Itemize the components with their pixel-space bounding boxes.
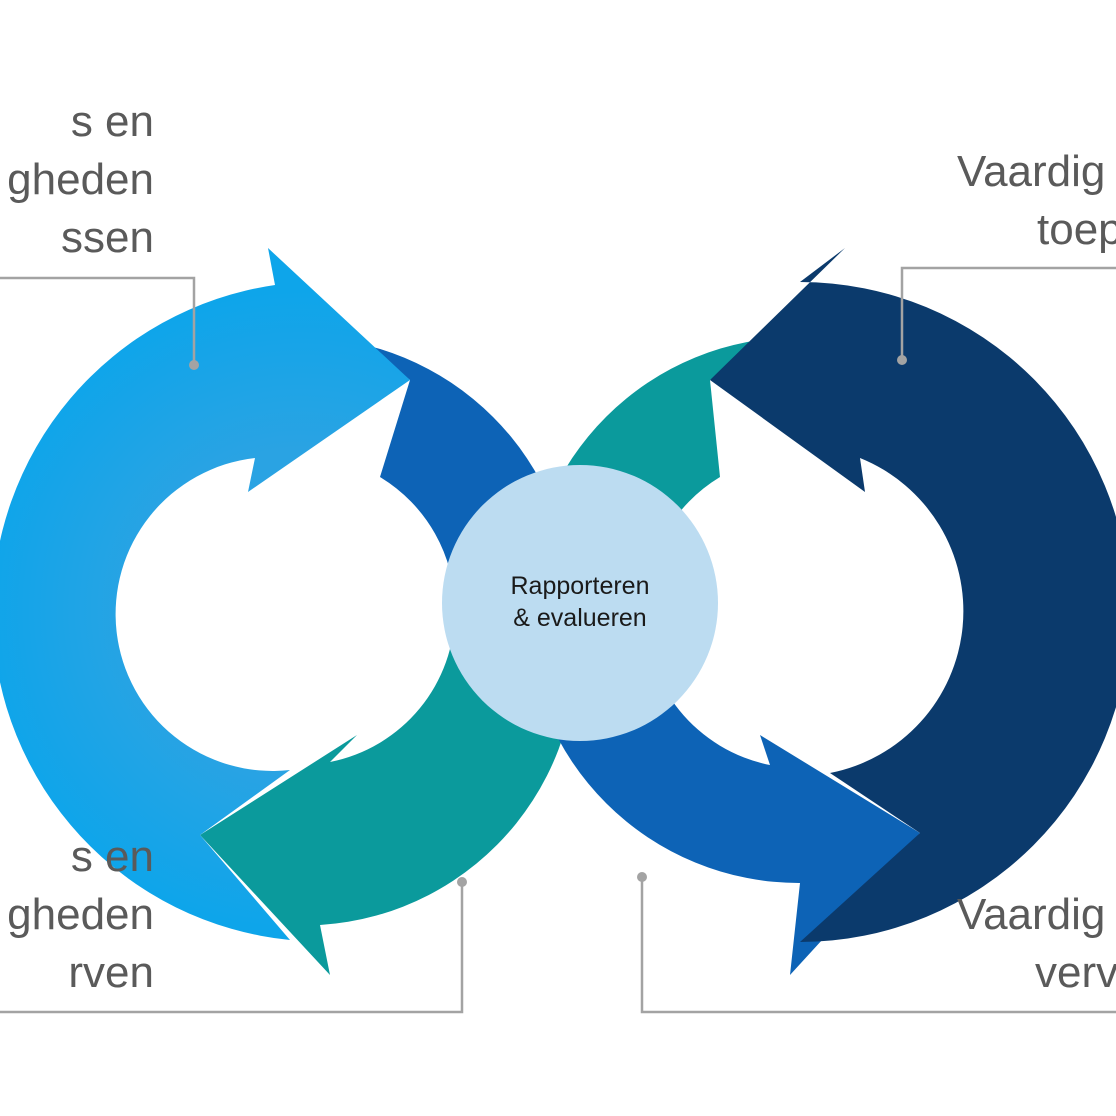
label-bottom-left-line-1: s en xyxy=(70,832,154,881)
center-label: Rapporteren & evalueren xyxy=(478,570,682,634)
center-label-line-2: & evalueren xyxy=(513,604,647,632)
label-bottom-left-line-3: rven xyxy=(68,948,154,997)
segment-navy-right xyxy=(710,248,1116,942)
label-top-left-line-1: s en xyxy=(70,97,154,146)
label-top-right-line-1: Vaardig xyxy=(957,147,1106,196)
label-top-right: Vaardig toep xyxy=(957,143,1116,259)
label-bottom-right: Vaardig verv xyxy=(957,886,1116,1002)
label-top-left-line-2: gheden xyxy=(7,155,154,204)
label-bottom-right-line-2: verv xyxy=(1035,948,1116,997)
label-bottom-left-line-2: gheden xyxy=(7,890,154,939)
segment-teal-lower xyxy=(200,610,577,975)
center-label-line-1: Rapporteren xyxy=(510,572,650,600)
connector-top-left xyxy=(0,276,199,370)
segment-lightblue-left xyxy=(0,248,410,940)
connector-bottom-left xyxy=(0,877,467,1014)
connector-top-right xyxy=(897,266,1116,365)
label-top-right-line-2: toep xyxy=(1037,205,1116,254)
label-bottom-right-line-1: Vaardig xyxy=(957,890,1106,939)
label-bottom-left: s en gheden rven xyxy=(7,828,154,1002)
center-circle xyxy=(442,465,718,741)
connector-bottom-right xyxy=(637,872,1116,1014)
label-top-left-line-3: ssen xyxy=(61,213,154,262)
label-top-left: s en gheden ssen xyxy=(7,93,154,267)
